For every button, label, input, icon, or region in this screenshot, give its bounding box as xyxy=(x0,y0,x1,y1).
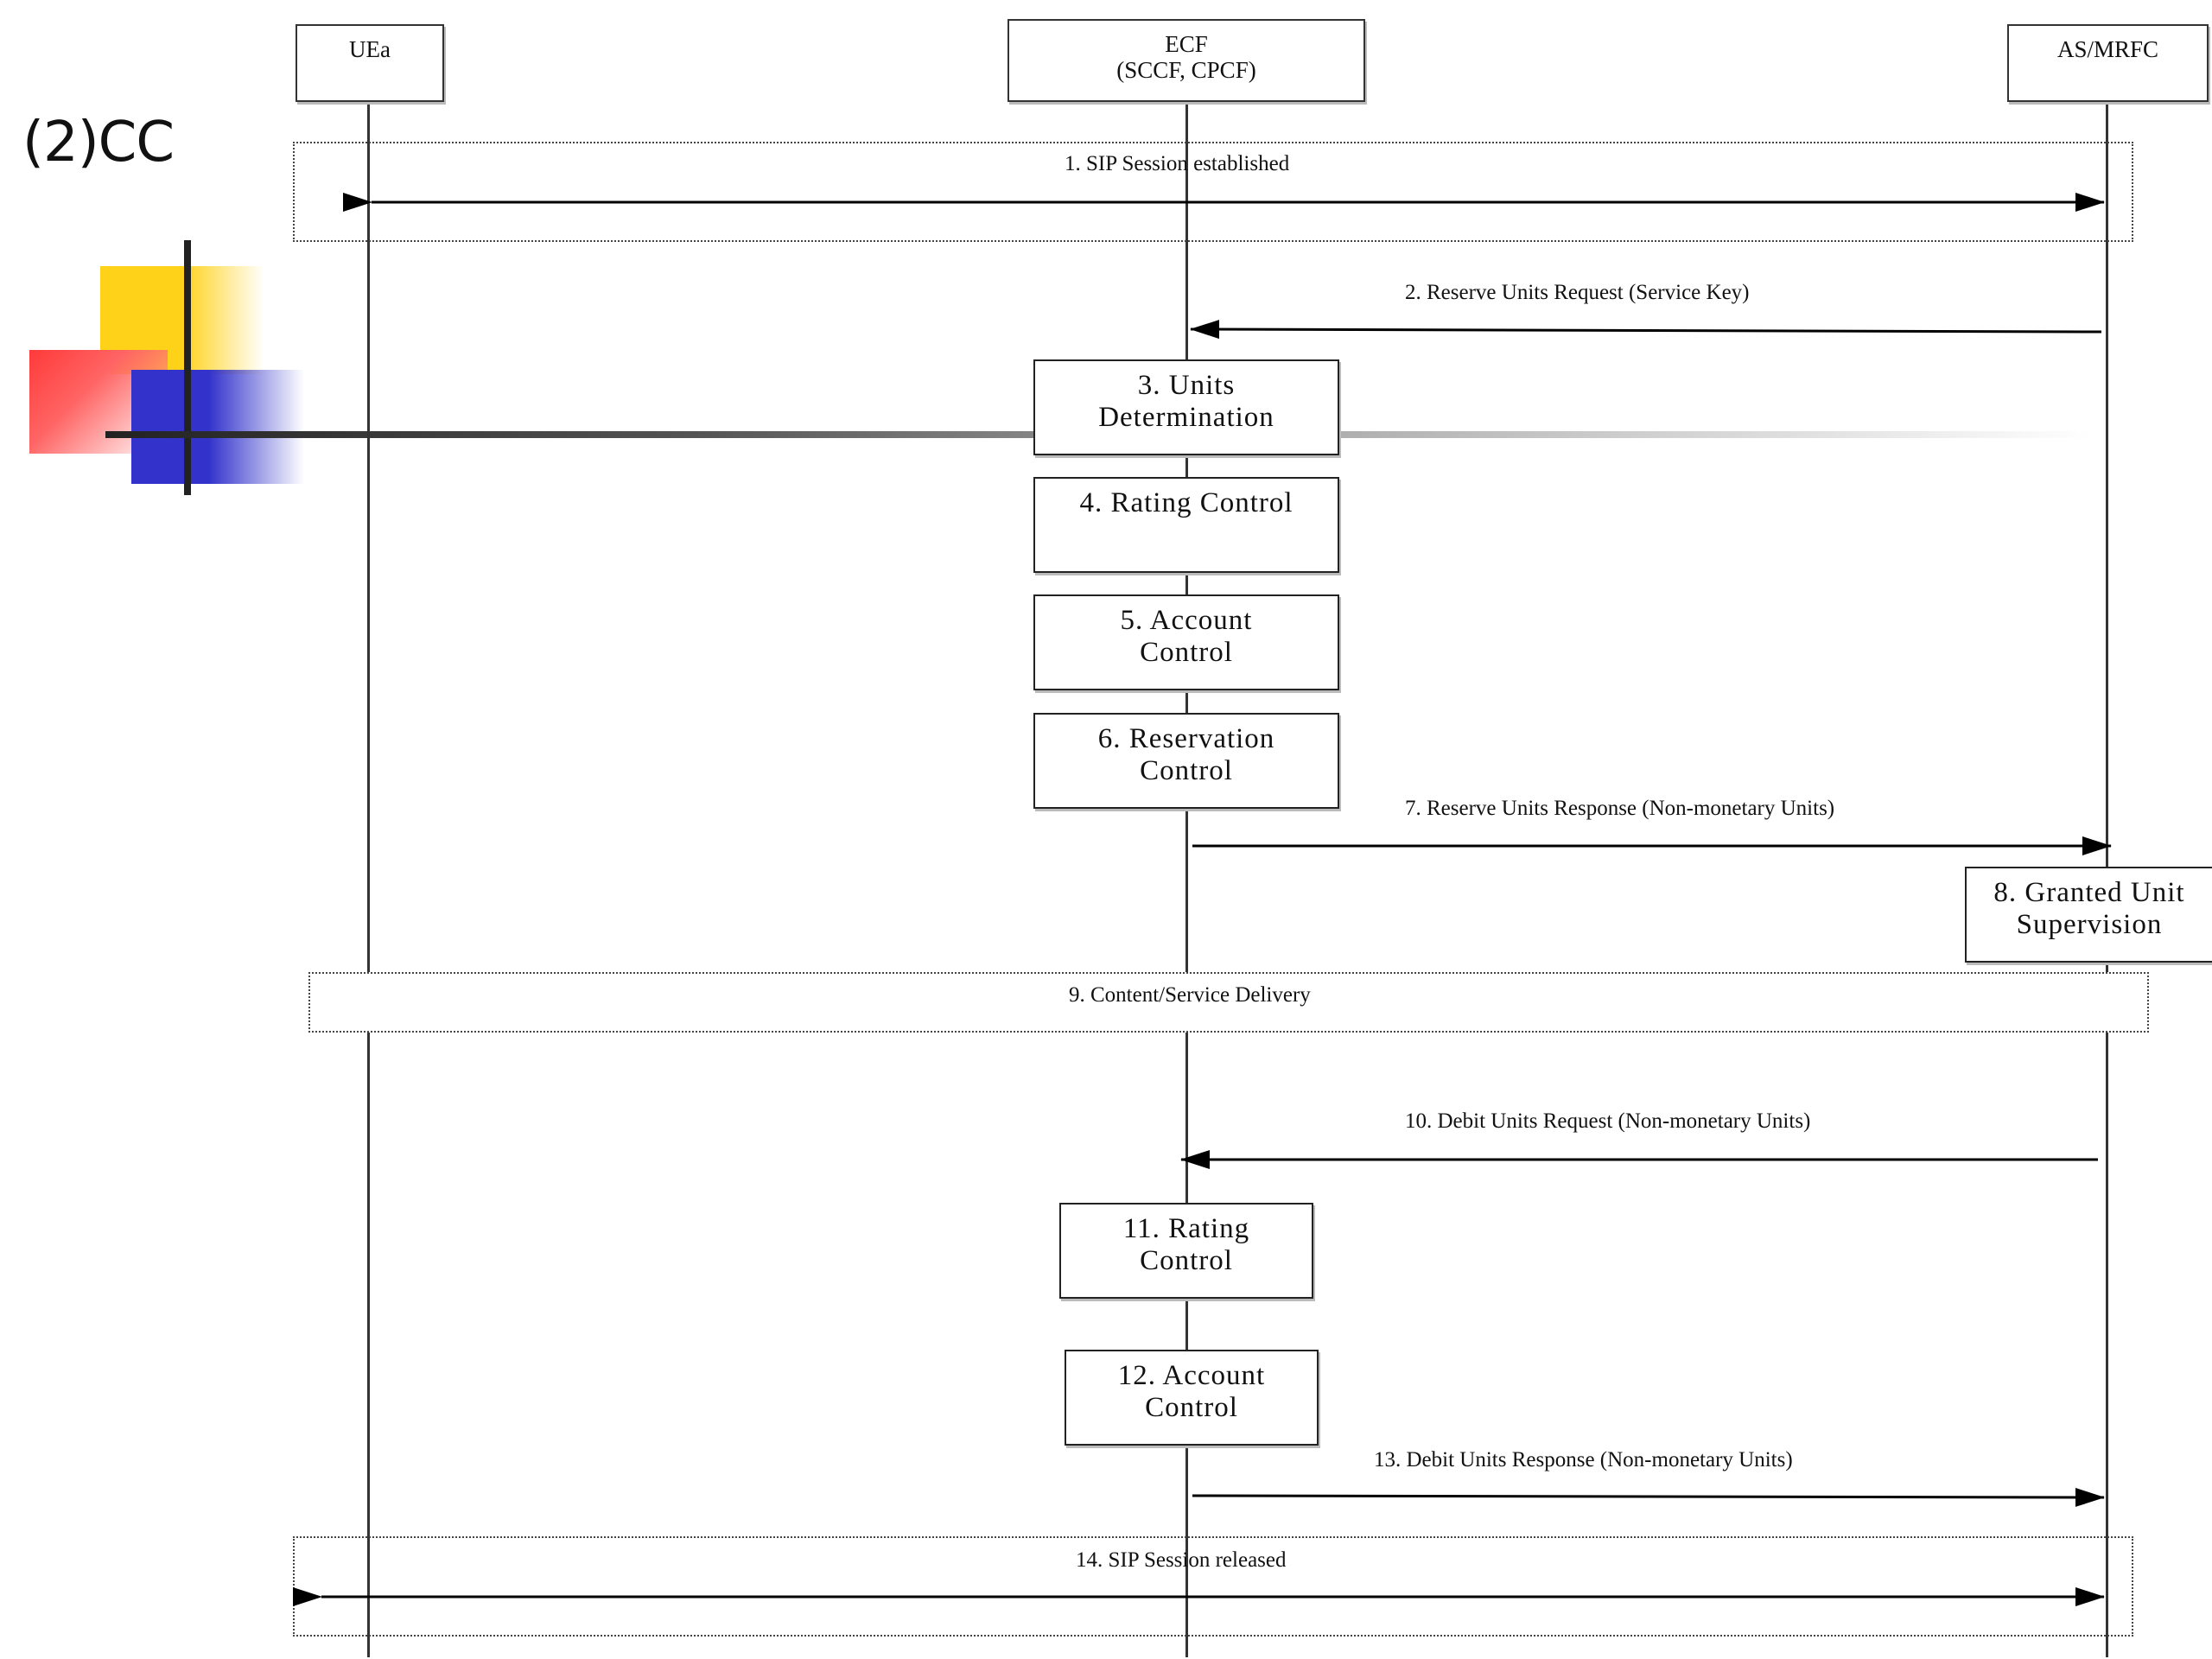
process-rating-control: 4. Rating Control xyxy=(1033,477,1339,573)
actor-ecf: ECF (SCCF, CPCF) xyxy=(1007,19,1365,102)
decorative-vertical-bar xyxy=(184,240,191,495)
process-granted-unit-supervision-line1: 8. Granted Unit xyxy=(1993,877,2185,908)
process-reservation-control-line1: 6. Reservation xyxy=(1097,723,1275,754)
process-reservation-control-line2: Control xyxy=(1140,755,1233,786)
frame-sip-session-released xyxy=(293,1536,2133,1637)
process-units-determination-line1: 3. Units xyxy=(1137,370,1236,401)
arrow-debit-units-response xyxy=(1192,1487,2105,1507)
message-reserve-units-request-label: 2. Reserve Units Request (Service Key) xyxy=(1405,281,1750,304)
arrow-reserve-units-request xyxy=(1190,320,2102,340)
process-units-determination: 3. Units Determination xyxy=(1033,359,1339,455)
actor-as-mrfc: AS/MRFC xyxy=(2007,24,2209,102)
frame-sip-session-released-label: 14. SIP Session released xyxy=(1076,1548,1287,1572)
process-account-control: 5. Account Control xyxy=(1033,594,1339,690)
process-reservation-control: 6. Reservation Control xyxy=(1033,713,1339,809)
decorative-blue-square xyxy=(131,370,304,484)
process-granted-unit-supervision: 8. Granted Unit Supervision xyxy=(1965,867,2212,963)
process-rating-control-line1: 4. Rating Control xyxy=(1079,487,1294,518)
actor-ecf-label: ECF xyxy=(1165,31,1208,57)
lifeline-ecf xyxy=(1185,102,1188,1657)
frame-sip-session-established-label: 1. SIP Session established xyxy=(1065,152,1290,175)
process-units-determination-line2: Determination xyxy=(1098,402,1274,433)
process-account-control-line1: 5. Account xyxy=(1120,605,1253,636)
process-account-control-2-line2: Control xyxy=(1145,1392,1238,1423)
actor-uea: UEa xyxy=(296,24,444,102)
process-rating-control-2-line1: 11. Rating xyxy=(1122,1213,1250,1244)
process-account-control-line2: Control xyxy=(1140,637,1233,668)
actor-as-mrfc-label: AS/MRFC xyxy=(2056,36,2159,62)
actor-ecf-sublabel: (SCCF, CPCF) xyxy=(1116,57,1256,83)
process-granted-unit-supervision-line2: Supervision xyxy=(2016,909,2163,940)
process-account-control-2: 12. Account Control xyxy=(1065,1350,1319,1446)
message-reserve-units-response-label: 7. Reserve Units Response (Non-monetary … xyxy=(1405,797,1835,820)
slide-title: (2)CC xyxy=(22,111,175,175)
process-rating-control-2-line2: Control xyxy=(1140,1245,1233,1276)
message-debit-units-response-label: 13. Debit Units Response (Non-monetary U… xyxy=(1374,1448,1793,1471)
lifeline-uea xyxy=(367,102,370,1657)
message-debit-units-request-label: 10. Debit Units Request (Non-monetary Un… xyxy=(1405,1109,1811,1133)
process-account-control-2-line1: 12. Account xyxy=(1117,1360,1266,1391)
frame-content-service-delivery-label: 9. Content/Service Delivery xyxy=(1069,983,1311,1007)
frame-content-service-delivery xyxy=(308,972,2149,1033)
actor-uea-label: UEa xyxy=(349,36,391,62)
process-rating-control-2: 11. Rating Control xyxy=(1059,1203,1313,1299)
frame-sip-session-established xyxy=(293,142,2133,242)
